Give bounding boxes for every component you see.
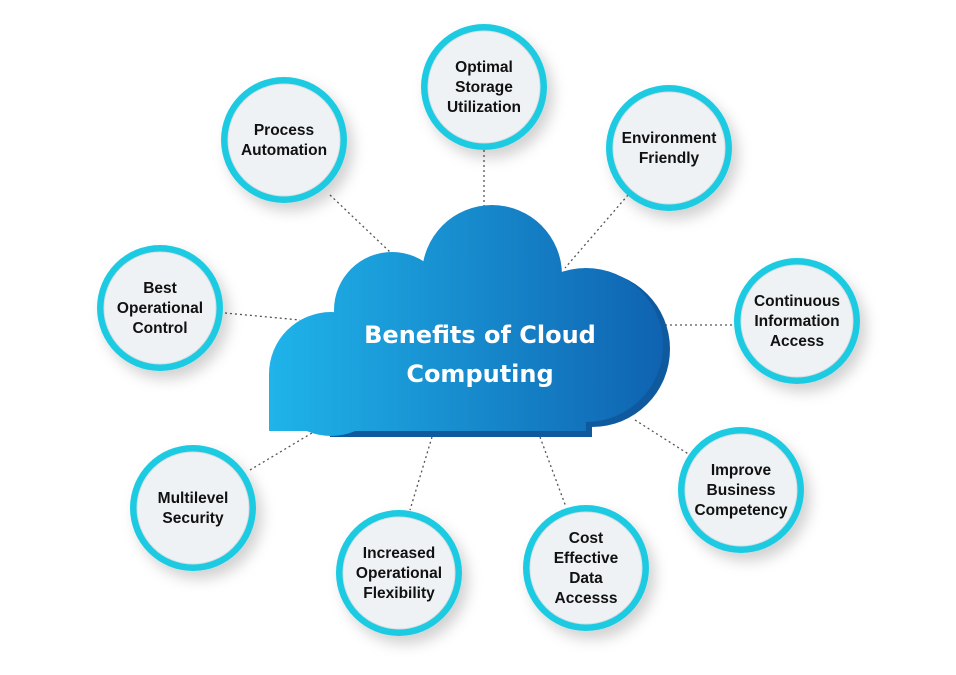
node-label-line: Competency <box>694 502 787 519</box>
node-label-line: Control <box>132 320 187 337</box>
node-label-line: Access <box>770 333 824 350</box>
node-label-line: Increased <box>363 545 435 562</box>
node-disc <box>612 91 726 205</box>
node-label-line: Process <box>254 122 314 139</box>
node-label-line: Friendly <box>639 150 700 167</box>
cloud: Benefits of Cloud Computing <box>269 205 670 437</box>
node-disc <box>427 30 541 144</box>
node-label-line: Best <box>143 280 177 297</box>
node-label-line: Accesss <box>555 590 618 607</box>
node-label-line: Continuous <box>754 293 840 310</box>
node-label-line: Flexibility <box>363 585 435 602</box>
node-disc <box>529 511 643 625</box>
connector-line <box>539 436 567 508</box>
node-label-line: Multilevel <box>158 490 229 507</box>
node-label-line: Operational <box>356 565 442 582</box>
node-disc <box>740 264 854 378</box>
node-label-line: Utilization <box>447 99 521 116</box>
connectors <box>224 150 733 511</box>
connector-line <box>224 312 301 321</box>
connector-line <box>634 419 691 456</box>
diagram-title-line-2: Computing <box>406 360 553 388</box>
connector-line <box>564 194 629 269</box>
node-label-line: Operational <box>117 300 203 317</box>
node-label-line: Business <box>707 482 776 499</box>
connector-line <box>249 432 313 471</box>
node-label-line: Effective <box>554 550 619 567</box>
node-label-line: Improve <box>711 462 772 479</box>
node-label-line: Storage <box>455 79 513 96</box>
node-disc <box>227 83 341 197</box>
node-disc <box>103 251 217 365</box>
node-label-line: Security <box>162 510 224 527</box>
node-disc <box>342 516 456 630</box>
connector-line <box>409 436 433 511</box>
node-label-line: Information <box>754 313 839 330</box>
node-label-line: Automation <box>241 142 327 159</box>
connector-line <box>329 194 391 253</box>
node-disc <box>136 451 250 565</box>
node-disc <box>684 433 798 547</box>
diagram-title-line-1: Benefits of Cloud <box>364 321 596 349</box>
node-label-line: Environment <box>622 130 717 147</box>
node-label-line: Cost <box>569 530 603 547</box>
node-label-line: Optimal <box>455 59 513 76</box>
node-label-line: Data <box>569 570 603 587</box>
